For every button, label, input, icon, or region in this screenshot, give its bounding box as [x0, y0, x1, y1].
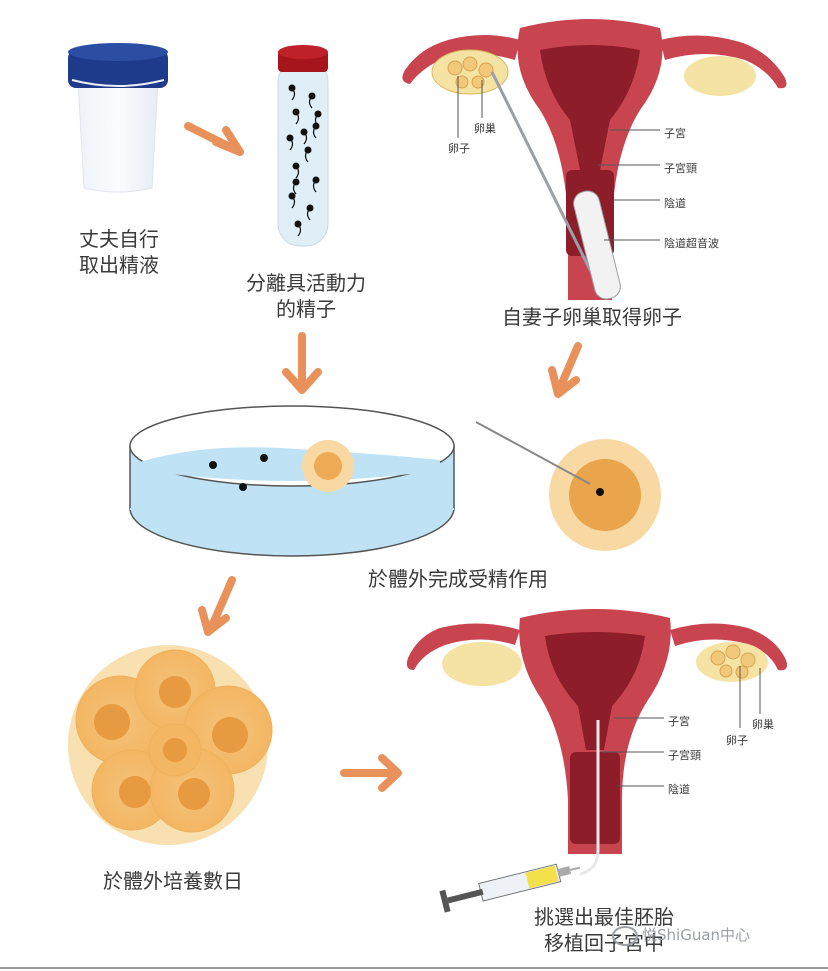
syringe	[439, 863, 581, 913]
sperm-tail	[297, 223, 302, 237]
step-transfer-line1: 挑選出最佳胚胎	[534, 905, 674, 929]
arrow-4	[198, 576, 236, 636]
arrow-3	[548, 342, 582, 398]
label-egg-top: 卵子	[448, 142, 470, 155]
sperm-tail	[308, 95, 313, 109]
sperm-tail	[314, 113, 319, 127]
arrow-2	[282, 332, 322, 394]
label-vagina-top: 陰道	[664, 197, 686, 210]
label-uterus-bottom: 子宮	[668, 715, 690, 728]
sperm-tail	[306, 207, 311, 221]
label-cervix-top: 子宮頸	[664, 162, 697, 175]
step-egg-retrieval: 自妻子卵巢取得卵子	[502, 305, 682, 329]
step-semen-line2: 取出精液	[79, 253, 159, 277]
embryo	[68, 645, 273, 845]
step-transfer-line2: 移植回子宮中	[544, 931, 664, 955]
watermark: 悦ShiGuan中心	[612, 924, 750, 946]
step-semen-line1: 丈夫自行	[79, 227, 159, 251]
petri-dish	[129, 405, 455, 557]
sperm-tail	[295, 111, 300, 125]
label-egg-bottom: 卵子	[726, 734, 748, 747]
arrow-5	[340, 754, 402, 792]
injected-egg	[475, 421, 661, 551]
label-ovary-bottom: 卵巢	[752, 718, 774, 731]
label-uterus-top: 子宮	[664, 127, 686, 140]
label-vagina-bottom: 陰道	[668, 783, 690, 796]
sperm-tail	[291, 195, 296, 209]
uterus-bottom	[406, 609, 787, 876]
step-sperm-line1: 分離具活動力	[246, 271, 366, 295]
sperm-tail	[289, 137, 294, 151]
sperm-tube	[277, 45, 329, 247]
sperm-tail	[312, 125, 317, 139]
sperm-tail	[304, 149, 309, 163]
sperm-tail	[291, 87, 296, 101]
label-cervix-bottom: 子宮頸	[668, 749, 701, 762]
sperm-tail	[292, 181, 297, 195]
specimen-cup	[68, 43, 168, 193]
arrow-1	[184, 122, 244, 156]
sperm-tail	[295, 165, 300, 179]
wechat-icon	[612, 925, 638, 946]
step-fertilization: 於體外完成受精作用	[368, 567, 548, 591]
uterus-top	[402, 19, 787, 300]
step-sperm-line2: 的精子	[276, 297, 336, 321]
label-ovary-top: 卵巢	[474, 122, 496, 135]
step-culture: 於體外培養數日	[103, 869, 243, 893]
label-probe-top: 陰道超音波	[664, 237, 719, 250]
sperm-tail	[303, 131, 308, 145]
sperm-tail	[312, 179, 317, 193]
